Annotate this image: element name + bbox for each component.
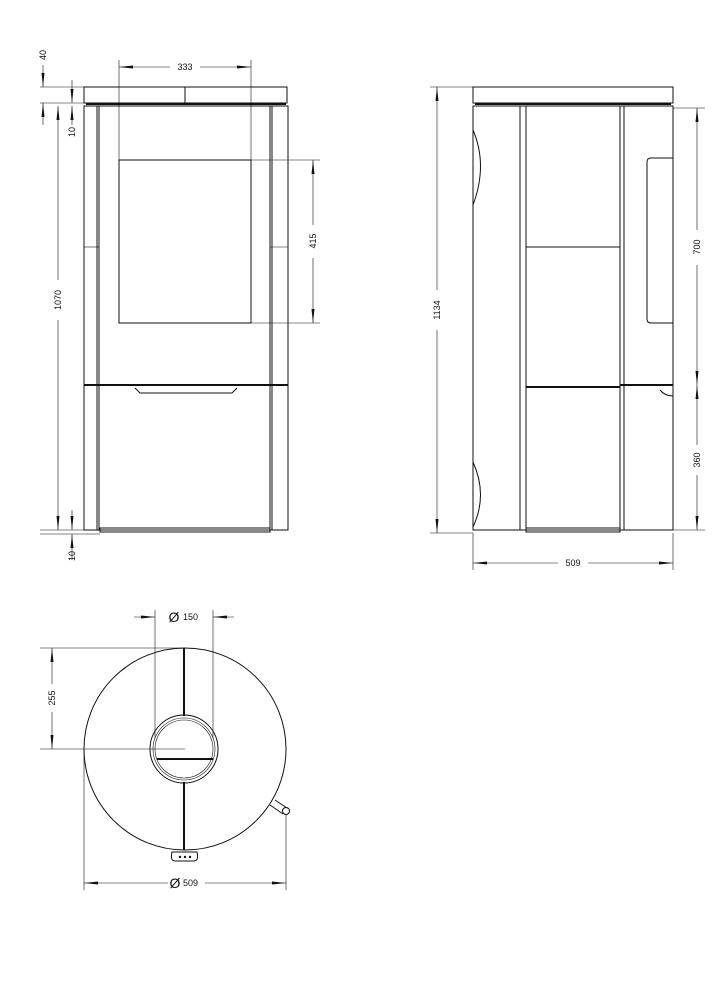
dim-lower-height: 360	[692, 452, 702, 467]
side-top-plate	[472, 86, 674, 104]
front-view: 333 40 10 1070 10 415	[38, 50, 320, 561]
dim-door-height: 700	[692, 239, 702, 254]
dim-top-thickness: 40	[38, 50, 48, 60]
top-view: Ø 150 255 Ø 509	[40, 609, 290, 891]
dim-depth: 509	[565, 558, 580, 568]
door-handle	[134, 387, 238, 394]
side-body	[472, 105, 674, 531]
dim-total-height: 1134	[432, 300, 442, 319]
stove-body	[83, 105, 289, 531]
dim-width-glass: 333	[177, 62, 192, 72]
dim-height-body: 1070	[53, 290, 63, 310]
control-knob-panel	[170, 851, 199, 862]
diameter-symbol: Ø	[169, 609, 180, 625]
dim-gap-bottom: 10	[67, 551, 77, 561]
dim-flue-offset: 255	[47, 690, 57, 705]
side-view: 1134 700 360 509	[430, 86, 705, 570]
dim-flue-diameter: 150	[183, 612, 198, 622]
air-control-knob	[282, 807, 290, 815]
dim-diameter: 509	[183, 878, 198, 888]
diameter-symbol: Ø	[170, 875, 181, 891]
dim-height-glass: 415	[308, 233, 318, 248]
dim-gap-top: 10	[67, 127, 77, 137]
glass-window	[118, 159, 252, 324]
side-handle-cavity	[646, 157, 673, 324]
